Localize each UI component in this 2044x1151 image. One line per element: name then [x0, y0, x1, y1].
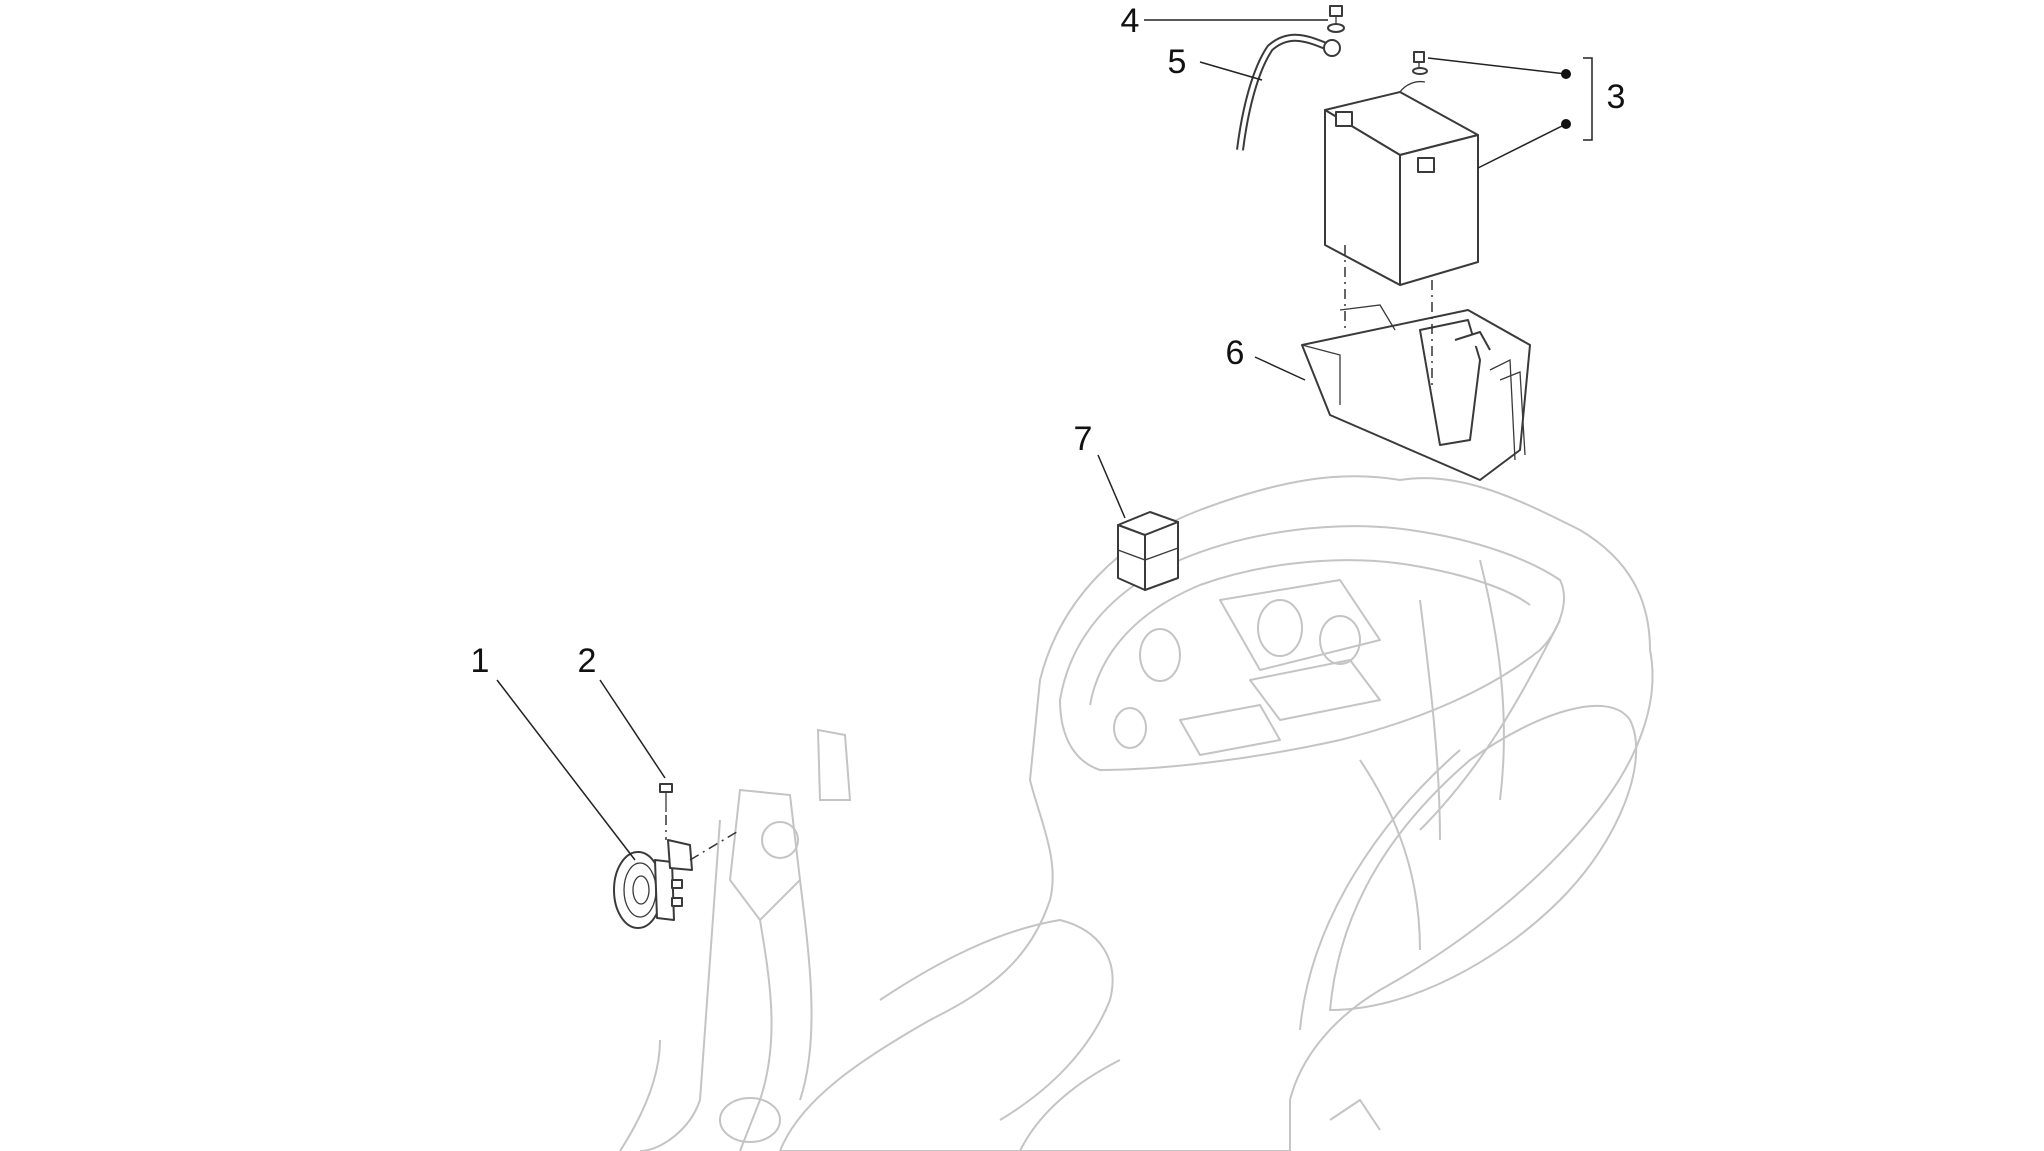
- bullet-3a: [1561, 69, 1571, 79]
- leader-lines: [496, 19, 1593, 861]
- callout-labels: 1 2 3 4 5 6 7: [471, 2, 1626, 680]
- horn-part: [613, 839, 693, 929]
- leader-1: [496, 679, 636, 861]
- callout-5: 5: [1168, 43, 1187, 81]
- callout-2: 2: [578, 642, 597, 680]
- leader-6: [1254, 356, 1306, 381]
- relay-part: [1117, 511, 1179, 591]
- callout-1: 1: [471, 642, 490, 680]
- callout-3: 3: [1607, 78, 1626, 116]
- callout-7: 7: [1074, 420, 1093, 458]
- battery-part: [1324, 51, 1479, 286]
- horn-bolt-part: [659, 783, 741, 861]
- bracket-3: [1583, 57, 1593, 141]
- battery-cable-part: [1236, 33, 1341, 151]
- bullet-3b: [1561, 119, 1571, 129]
- leader-3a: [1427, 57, 1567, 75]
- leader-5: [1199, 61, 1263, 81]
- callout-6: 6: [1226, 334, 1245, 372]
- leader-7: [1097, 454, 1126, 519]
- leader-2: [599, 679, 666, 779]
- scooter-frame-outline: [619, 475, 1654, 1151]
- cable-screw-part: [1327, 5, 1345, 33]
- callout-4: 4: [1121, 2, 1140, 40]
- leader-3b: [1477, 123, 1567, 169]
- battery-tray-part: [1301, 245, 1531, 481]
